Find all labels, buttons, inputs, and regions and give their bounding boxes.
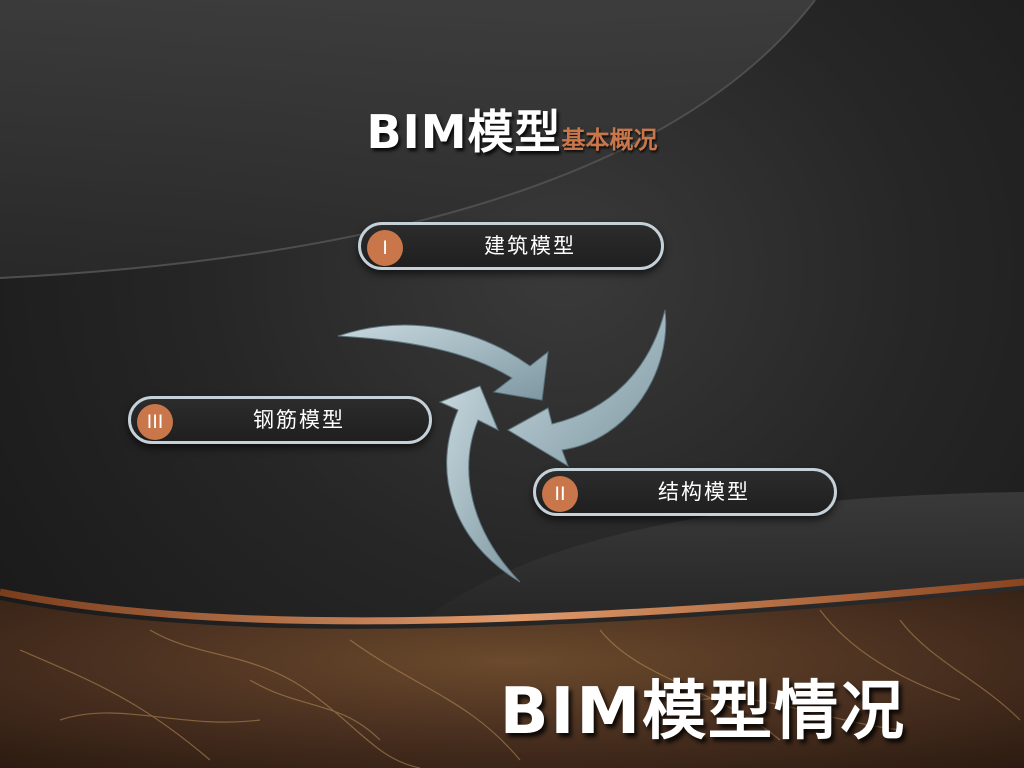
copper-trim — [0, 578, 1024, 625]
marble-floor — [0, 590, 1024, 768]
top-curve-band — [0, 0, 815, 278]
item-number-badge: III — [137, 404, 173, 440]
item-architecture-model[interactable]: I 建筑模型 — [358, 222, 664, 270]
cycle-arrows — [337, 309, 667, 583]
top-curve-edge — [0, 0, 816, 279]
item-number-badge: I — [367, 230, 403, 266]
arrow-upper — [337, 324, 549, 401]
lower-curve-band — [430, 492, 1024, 640]
slide-title: BIM模型基本概况 — [0, 96, 1024, 162]
arrow-right — [506, 309, 667, 468]
title-sub: 基本概况 — [561, 126, 658, 154]
item-rebar-model[interactable]: III 钢筋模型 — [128, 396, 432, 444]
title-main: BIM模型 — [366, 105, 562, 159]
item-label: 结构模型 — [658, 480, 750, 504]
item-label: 建筑模型 — [484, 234, 576, 258]
item-structure-model[interactable]: II 结构模型 — [533, 468, 837, 516]
section-title: BIM模型情况 — [499, 675, 906, 749]
arrow-bottom — [438, 385, 521, 583]
item-number-badge: II — [542, 476, 578, 512]
item-label: 钢筋模型 — [253, 408, 345, 432]
marble-veins — [19, 609, 1021, 768]
